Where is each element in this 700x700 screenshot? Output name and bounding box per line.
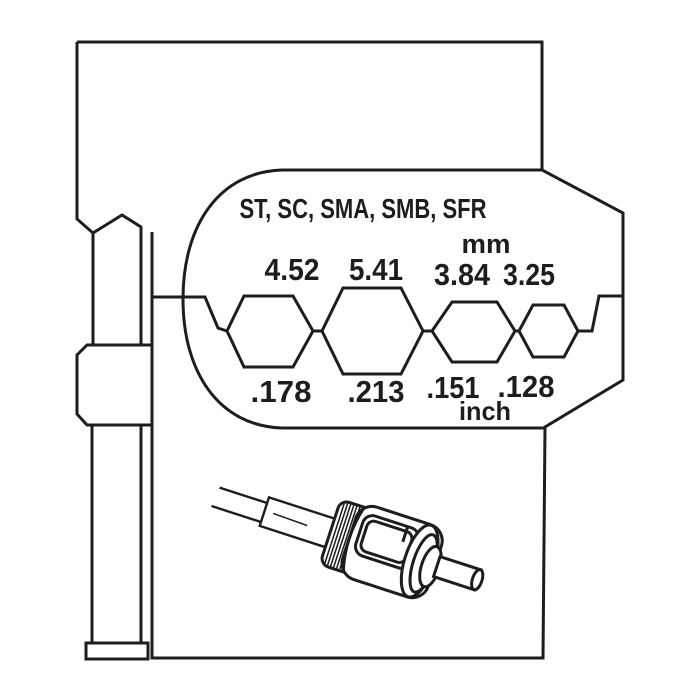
fiber-connector-illustration [211, 486, 485, 600]
module-left-outer-edge [75, 42, 95, 345]
left-rail-peak-tab [92, 213, 143, 345]
band-right-step [578, 294, 623, 333]
module-body-edge [77, 40, 625, 660]
connector-series-label: ST, SC, SMA, SMB, SFR [240, 193, 487, 224]
die2-mm-value: 5.41 [349, 252, 403, 287]
labels: ST, SC, SMA, SMB, SFR mm 4.52 5.41 3.84 … [240, 193, 556, 426]
ferrule-end-cap [470, 568, 485, 592]
unit-label-inch: inch [459, 396, 511, 426]
hex-die-4_52mm [225, 294, 315, 369]
die3-mm-value: 3.84 [434, 257, 491, 292]
die2-inch-value: .213 [348, 374, 405, 409]
module-outline [75, 40, 625, 661]
band-left-step [152, 295, 228, 333]
left-rail-chamfered-block [75, 343, 152, 427]
hex-die-5_41mm [320, 286, 425, 376]
die1-mm-value: 4.52 [265, 252, 320, 287]
die3-inch-value: .151 [427, 370, 480, 405]
die4-mm-value: 3.25 [503, 257, 555, 292]
bayonet-slot-notch [401, 526, 410, 543]
left-rail-foot-block [84, 641, 150, 661]
hex-die-3_84mm [430, 300, 517, 364]
body-left-cap-arc [341, 505, 367, 574]
die4-inch-value: .128 [498, 369, 555, 404]
crimp-profile-band [152, 286, 623, 376]
stadium-recess-edge [181, 168, 545, 430]
unit-label-mm: mm [462, 229, 511, 259]
stadium-recess [181, 168, 545, 430]
crimp-sleeve-seam [272, 512, 308, 527]
hex-die-3_25mm [517, 303, 580, 359]
die1-inch-value: .178 [251, 374, 312, 409]
